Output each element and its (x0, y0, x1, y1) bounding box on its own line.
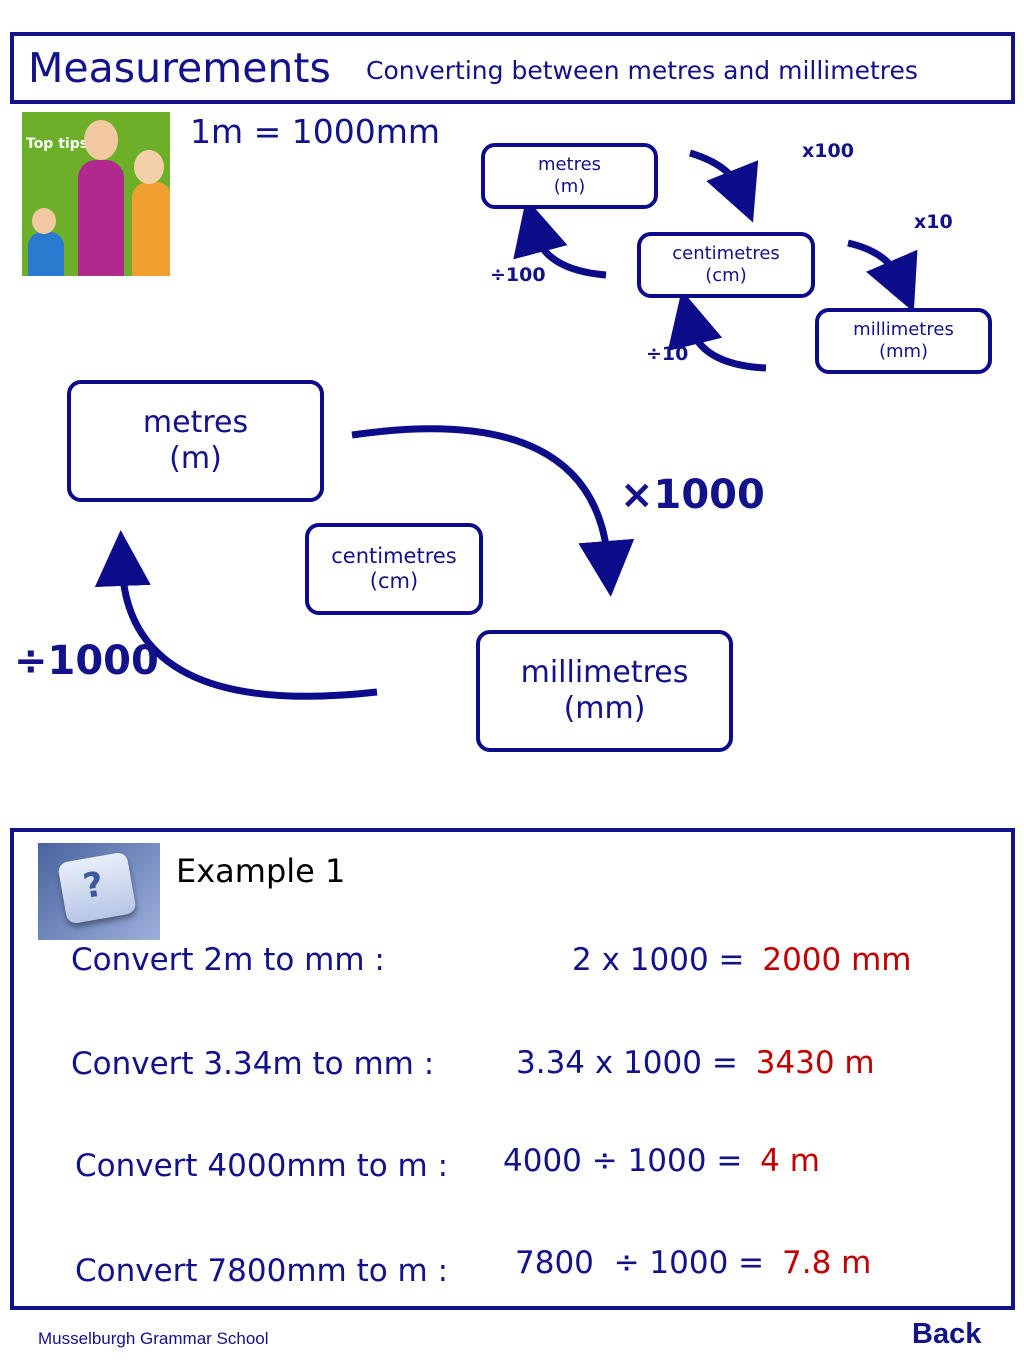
task-row-3: Convert 4000mm to m : (75, 1148, 449, 1184)
big-op-div: ÷1000 (14, 638, 159, 684)
top-tips-image: Top tips (22, 112, 170, 276)
answer: 4 m (760, 1143, 820, 1179)
calc-row-3: 4000 ÷ 1000 = 4 m (503, 1143, 820, 1179)
task-row-1: Convert 2m to mm : (71, 942, 385, 978)
big-centimetres-unit: (cm) (369, 569, 419, 593)
big-centimetres-label: centimetres (331, 543, 457, 568)
small-metres-unit: (m) (553, 176, 586, 197)
big-millimetres-unit: (mm) (563, 691, 646, 726)
answer: 3430 m (755, 1045, 875, 1081)
person-head-right (134, 150, 164, 184)
calc-row-4: 7800 ÷ 1000 = 7.8 m (515, 1245, 871, 1281)
example-frame (10, 828, 1015, 1310)
arrow-cm-to-mm (847, 239, 918, 313)
big-op-mult: ×1000 (620, 472, 765, 518)
small-millimetres-label: millimetres (853, 319, 954, 341)
answer: 7.8 m (782, 1245, 872, 1281)
arrow-cm-to-m (513, 198, 607, 279)
small-box-metres: metres (m) (481, 143, 658, 209)
header-frame (10, 32, 1015, 104)
big-box-centimetres: centimetres (cm) (305, 523, 483, 615)
small-box-centimetres: centimetres (cm) (637, 232, 815, 298)
back-button[interactable]: Back (912, 1318, 982, 1350)
calc-expression: 7800 ÷ 1000 = (515, 1245, 765, 1281)
person-figure-right (132, 182, 170, 276)
person-head-center (84, 120, 118, 160)
calc-expression: 3.34 x 1000 = (516, 1045, 738, 1081)
fact-text: 1m = 1000mm (190, 112, 441, 151)
question-icon: ? (80, 864, 107, 907)
small-metres-label: metres (537, 154, 602, 176)
answer: 2000 mm (762, 942, 912, 978)
task-row-2: Convert 3.34m to mm : (71, 1046, 435, 1082)
small-op-div10: ÷10 (646, 343, 689, 365)
big-box-metres: metres (m) (67, 380, 324, 502)
calc-expression: 4000 ÷ 1000 = (503, 1143, 743, 1179)
arrow-m-to-cm (688, 149, 759, 223)
task-row-4: Convert 7800mm to m : (75, 1253, 449, 1289)
arrow-mm-to-cm (667, 290, 767, 372)
big-box-millimetres: millimetres (mm) (476, 630, 733, 752)
arrow-mm-to-m (94, 530, 378, 700)
calc-row-1: 2 x 1000 = 2000 mm (572, 942, 912, 978)
small-centimetres-unit: (cm) (705, 265, 747, 286)
small-centimetres-label: centimetres (672, 243, 780, 265)
small-op-x100: x100 (802, 140, 854, 162)
person-figure-left (28, 232, 64, 276)
school-name: Musselburgh Grammar School (38, 1329, 269, 1348)
page-subtitle: Converting between metres and millimetre… (366, 56, 918, 85)
page-title: Measurements (28, 44, 331, 92)
person-head-left (32, 208, 56, 234)
person-figure-center (78, 160, 124, 276)
small-millimetres-unit: (mm) (878, 341, 929, 362)
big-metres-unit: (m) (169, 441, 222, 476)
example-heading: Example 1 (176, 852, 346, 890)
big-metres-label: metres (142, 405, 249, 440)
small-op-div100: ÷100 (490, 264, 546, 286)
calc-expression: 2 x 1000 = (572, 942, 745, 978)
arrow-m-to-mm (351, 425, 635, 597)
calc-row-2: 3.34 x 1000 = 3430 m (516, 1045, 875, 1081)
small-box-millimetres: millimetres (mm) (815, 308, 992, 374)
key-cap: ? (57, 851, 137, 925)
help-key-image: ? (38, 843, 160, 940)
small-op-x10: x10 (914, 211, 953, 233)
top-tips-caption: Top tips (26, 136, 89, 152)
big-millimetres-label: millimetres (520, 655, 689, 690)
